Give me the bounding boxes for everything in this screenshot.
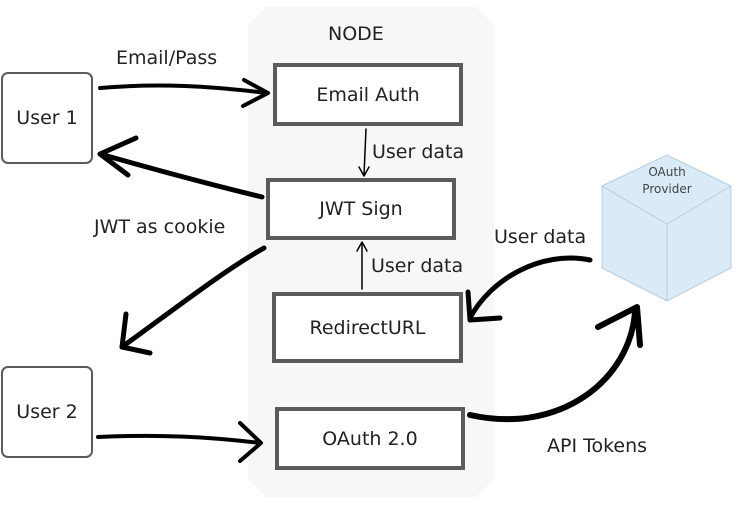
email-pass-label: Email/Pass [116, 47, 218, 69]
redirect-url-box: RedirectURL [272, 292, 463, 363]
jwt-sign-label: JWT Sign [319, 198, 403, 220]
arrow-oauth-to-provider [467, 309, 638, 423]
oauth-provider-label: OAuth Provider [617, 164, 717, 198]
user-2-box: User 2 [1, 366, 93, 458]
user-1-box: User 1 [1, 72, 93, 164]
arrow-user2-to-oauth [96, 433, 262, 445]
arrow-email-to-jwt-head [358, 166, 370, 177]
arrow-provider-to-redirect-head [465, 289, 503, 323]
arrow-user2-to-oauth-head [238, 421, 263, 463]
arrow-oauth-to-provider-head [595, 304, 643, 348]
arrow-redirect-to-jwt-head [356, 241, 368, 252]
jwt-cookie-label: JWT as cookie [94, 216, 226, 238]
user-data-label-2: User data [494, 226, 587, 248]
oauth-label: OAuth 2.0 [322, 427, 418, 450]
user-data-label-3: User data [371, 255, 464, 277]
arrow-jwt-to-user1 [97, 151, 265, 200]
user-2-label: User 2 [16, 401, 78, 423]
node-title: NODE [328, 23, 384, 45]
oauth-box: OAuth 2.0 [275, 407, 465, 470]
arrow-email-to-jwt [363, 128, 367, 176]
jwt-sign-box: JWT Sign [266, 178, 456, 240]
arrow-jwt-to-user1-head [97, 135, 139, 178]
oauth-provider-line1: OAuth [648, 165, 686, 179]
arrow-jwt-to-user2-head [119, 311, 153, 356]
email-auth-box: Email Auth [273, 63, 463, 126]
user-data-label-1: User data [372, 141, 465, 163]
arrow-provider-to-redirect [467, 255, 593, 321]
oauth-provider-line2: Provider [642, 182, 692, 196]
email-auth-label: Email Auth [316, 83, 420, 106]
arrow-email-pass-head [241, 78, 270, 108]
arrow-email-pass [98, 83, 269, 95]
redirect-url-label: RedirectURL [309, 316, 426, 339]
user-1-label: User 1 [16, 107, 78, 129]
arrow-jwt-to-user2 [119, 245, 267, 350]
api-tokens-label: API Tokens [547, 435, 648, 457]
